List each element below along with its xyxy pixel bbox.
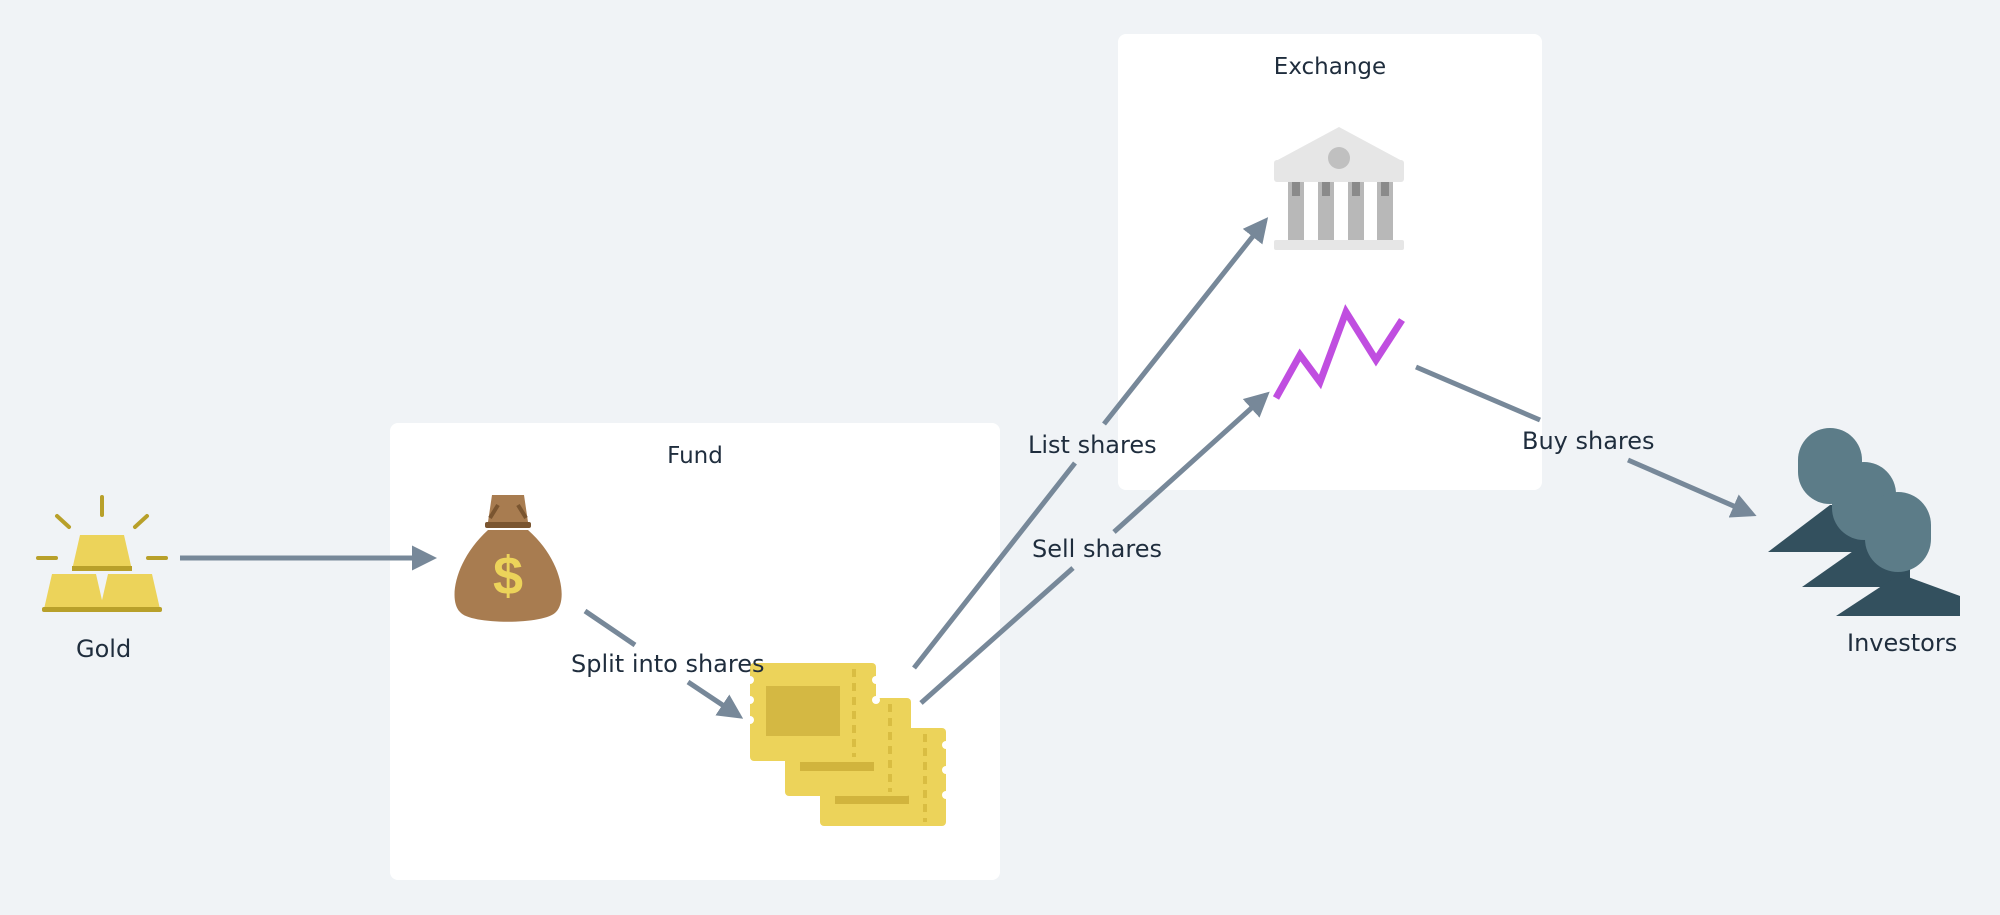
exchange-group-title: Exchange (1273, 54, 1387, 80)
share-certificates-icon (746, 663, 950, 826)
people-group-icon (1768, 428, 1960, 616)
price-zigzag-icon (1272, 304, 1405, 400)
svg-text:$: $ (493, 546, 523, 606)
edge-list-shares (912, 221, 1265, 670)
money-bag-icon: $ (454, 495, 562, 622)
investors-label: Investors (1847, 629, 1958, 657)
edge-label-sell-shares: Sell shares (1032, 535, 1162, 563)
edge-split-into-shares (583, 608, 739, 716)
edge-buy-shares (1415, 364, 1752, 514)
edge-label-split-into-shares: Split into shares (571, 650, 765, 678)
gold-label: Gold (76, 635, 132, 663)
edge-label-list-shares: List shares (1028, 431, 1157, 459)
bank-building-icon (1274, 127, 1404, 250)
fund-group-title: Fund (667, 443, 723, 469)
gold-bars-icon (36, 495, 168, 612)
edge-label-buy-shares: Buy shares (1522, 427, 1655, 455)
edge-sell-shares (919, 395, 1266, 705)
exchange-group: Exchange (1118, 34, 1542, 490)
